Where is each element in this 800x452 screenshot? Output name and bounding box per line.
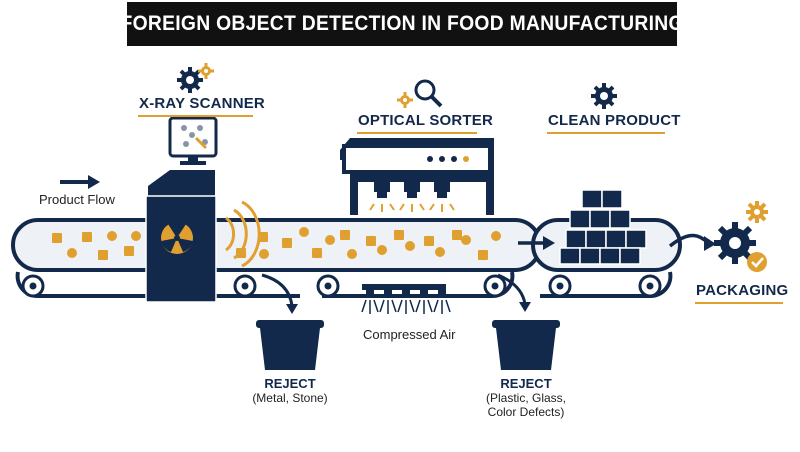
- air-nozzle-icon: [361, 284, 451, 314]
- reject-title: REJECT: [264, 376, 316, 391]
- gear-icon: [198, 63, 214, 79]
- box-icon: [559, 189, 647, 265]
- packaging-label: PACKAGING: [696, 282, 789, 299]
- title-banner: FOREIGN OBJECT DETECTION IN FOOD MANUFAC…: [120, 2, 683, 46]
- monitor-icon: [168, 116, 218, 165]
- reject-detail: (Metal, Stone): [252, 391, 328, 405]
- product-flow-label: Product Flow: [39, 192, 115, 207]
- gear-icon: [591, 83, 617, 109]
- gear-icon: [746, 201, 768, 223]
- magnifier-icon: [414, 79, 443, 108]
- bucket-icon: [256, 320, 324, 370]
- reject-arrow-icon: [497, 273, 527, 305]
- reject-plastic-glass: REJECT (Plastic, Glass, Color Defects): [464, 376, 588, 419]
- reject-detail: (Plastic, Glass,: [485, 391, 566, 405]
- gear-icon: [177, 67, 203, 93]
- conveyor-belt-main: [11, 218, 542, 299]
- xray-scanner-label: X-RAY SCANNER: [139, 95, 265, 112]
- label-underline: [138, 115, 253, 117]
- reject-title: REJECT: [500, 376, 552, 391]
- gear-icon: [714, 222, 756, 264]
- check-icon: [747, 252, 767, 272]
- bucket-icon: [492, 320, 560, 370]
- label-underline: [357, 132, 477, 134]
- gear-icon: [397, 92, 413, 108]
- diagram-title: FOREIGN OBJECT DETECTION IN FOOD MANUFAC…: [120, 12, 684, 35]
- compressed-air-label: Compressed Air: [363, 327, 456, 342]
- optical-sorter-label: OPTICAL SORTER: [358, 112, 494, 129]
- clean-product-label: CLEAN PRODUCT: [548, 112, 681, 129]
- reject-arrow-icon: [261, 273, 294, 307]
- optical-sorter: [340, 138, 494, 215]
- label-underline: [695, 302, 783, 304]
- reject-detail: Color Defects): [487, 405, 565, 419]
- xray-machine: [145, 170, 261, 303]
- label-underline: [547, 132, 665, 134]
- reject-metal-stone: REJECT (Metal, Stone): [229, 376, 351, 405]
